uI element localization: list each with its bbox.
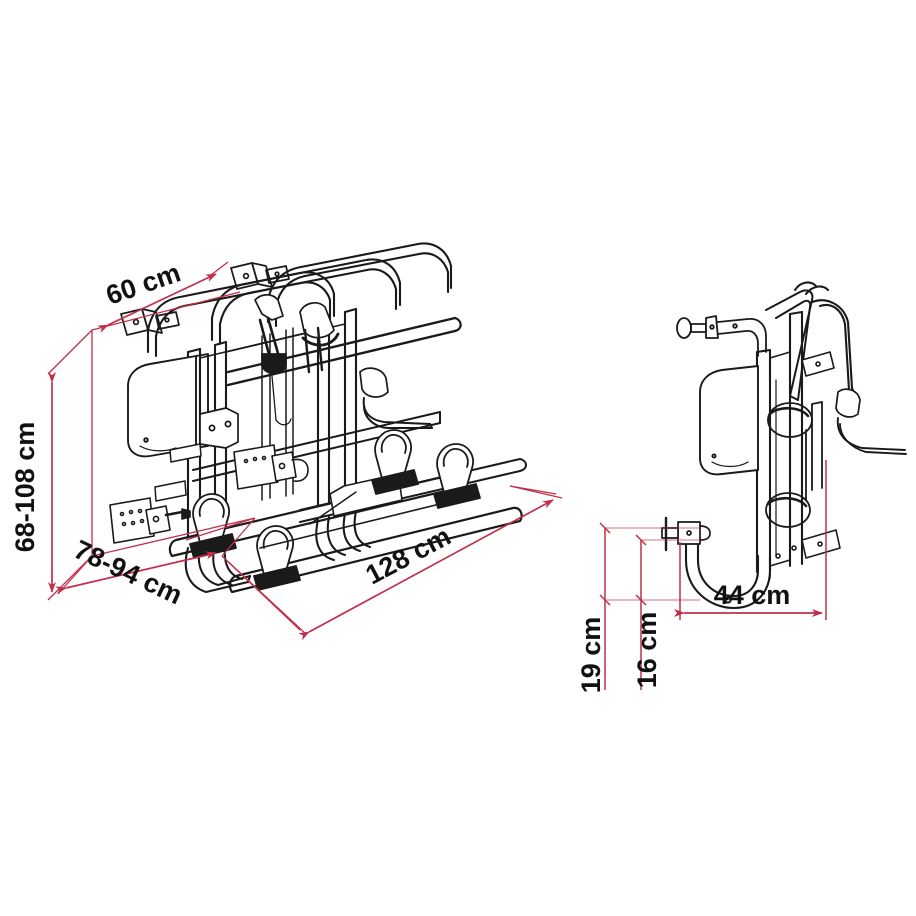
bike-support-bar-bottom [226,329,457,387]
side-bottom-hook [684,532,772,610]
dimension-128cm [185,485,563,641]
dimension-60cm [91,261,241,333]
side-carrier-bag [699,365,759,476]
wheel-holder-3 [371,429,419,495]
side-frame-brackets [769,351,841,579]
mounting-plate-lower-left [109,497,191,544]
carrier-bag [127,353,209,458]
locking-handle [676,315,767,357]
wheel-holder-2 [253,525,301,591]
dimension-label-44cm: 44 cm [714,580,791,610]
wheel-strap-upper [254,293,292,426]
side-wheel-clamps [765,402,813,528]
adjustment-tabs [154,443,202,502]
dimension-44cm [674,460,827,620]
dimension-label-19cm: 19 cm [576,617,606,694]
side-view [661,281,907,610]
side-mid-bars [805,401,823,501]
wheel-strap-mid [299,302,340,374]
dimension-layer [47,261,827,690]
side-bike-arm [765,289,814,401]
hinge-bracket-upper [199,407,239,449]
dimension-19cm [599,522,700,690]
dimension-label-68-108cm: 68-108 cm [10,422,40,553]
dimension-16cm [635,534,700,690]
bike-support-bar-end [453,316,462,333]
tensioning-strap [359,367,433,429]
dimension-label-16cm: 16 cm [632,612,662,689]
mounting-plate-lower-mid [233,444,309,490]
side-hanging-strap [835,388,907,455]
